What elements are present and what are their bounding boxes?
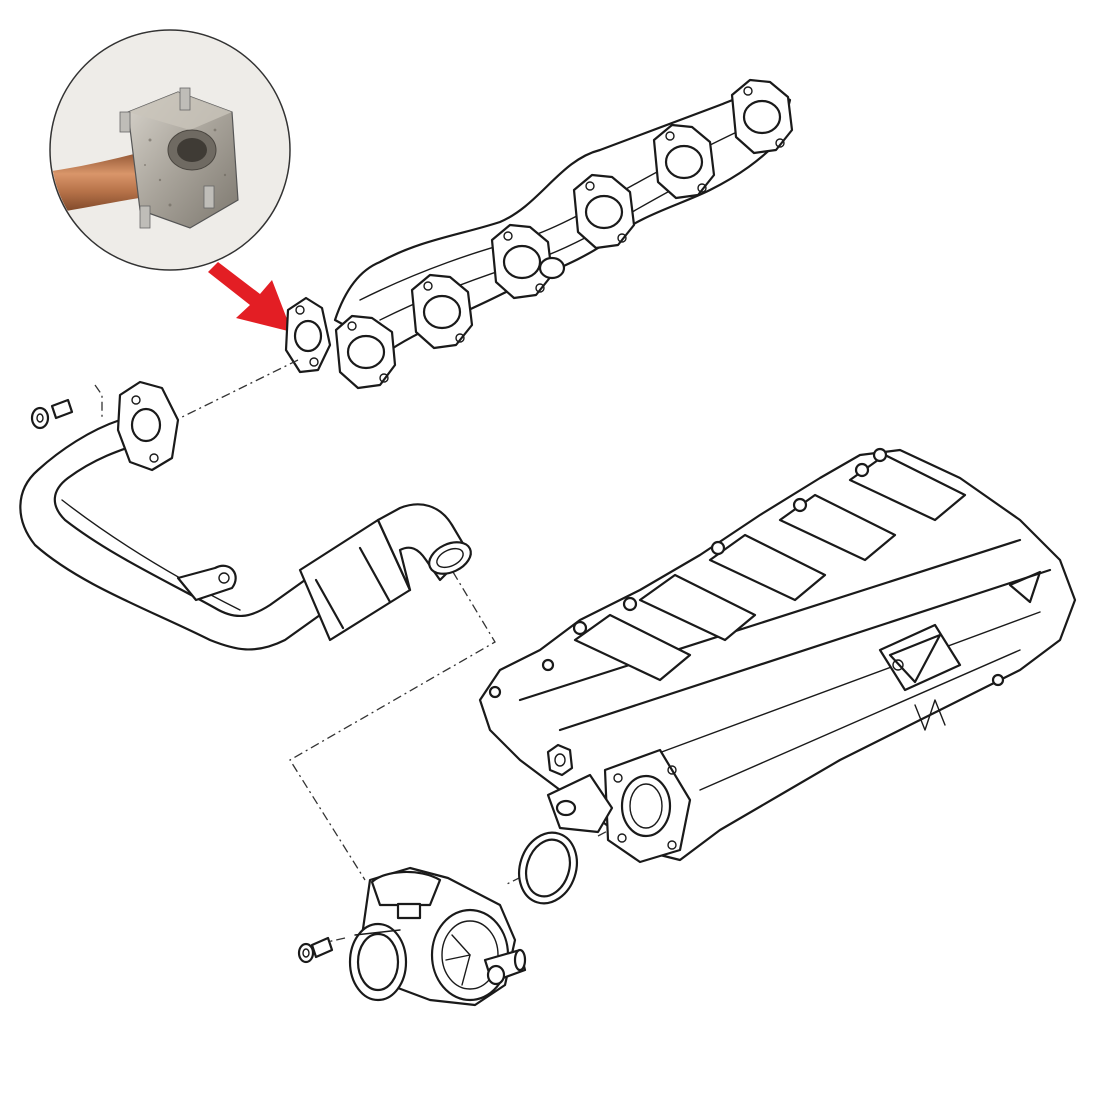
flange-studs bbox=[119, 87, 215, 229]
egr-port-flange bbox=[284, 296, 332, 374]
intake-runners bbox=[573, 453, 967, 682]
runner-bosses bbox=[488, 447, 888, 699]
bolt bbox=[30, 398, 74, 430]
zoom-inset-photo bbox=[49, 29, 291, 271]
manifold-flange-1 bbox=[334, 314, 397, 390]
bolt bbox=[297, 936, 334, 964]
manifold-flange-6 bbox=[730, 78, 794, 155]
manifold-flange-5 bbox=[652, 123, 716, 200]
manifold-flange-4 bbox=[572, 173, 636, 250]
egr-valve bbox=[348, 866, 527, 1007]
nut bbox=[546, 743, 574, 777]
intake-manifold bbox=[478, 447, 1077, 864]
intake-egr-flange bbox=[603, 748, 692, 864]
exhaust-manifold bbox=[333, 78, 794, 390]
manifold-flange-2 bbox=[410, 273, 474, 350]
egr-pipe bbox=[19, 380, 472, 651]
red-arrow-icon bbox=[208, 262, 292, 332]
o-ring bbox=[518, 831, 578, 905]
